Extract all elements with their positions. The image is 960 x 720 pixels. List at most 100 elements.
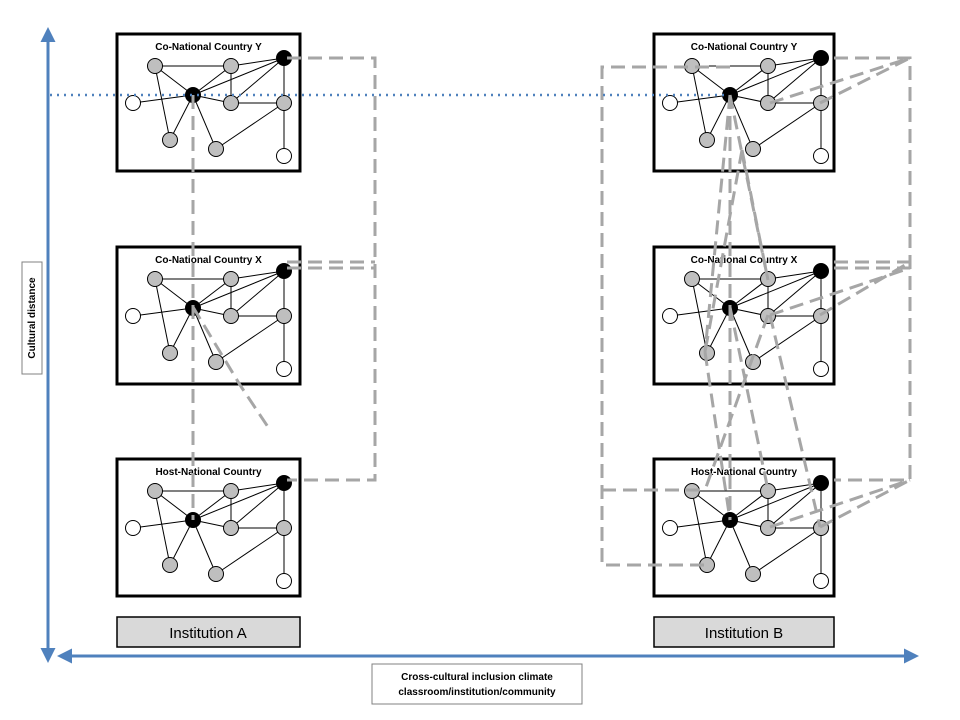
network-edge [230, 270, 285, 280]
network-node [745, 141, 761, 157]
network-node [760, 58, 776, 74]
vertical-axis-label: Cultural distance [21, 261, 43, 375]
network-node [276, 148, 292, 164]
network-title: Host-National Country [155, 467, 262, 478]
network-edge [706, 519, 731, 566]
network-edge [752, 527, 822, 575]
network-node [699, 132, 715, 148]
network-edge [706, 94, 731, 141]
network-edge [767, 57, 822, 104]
network-edge [230, 57, 285, 67]
network-node [276, 95, 292, 111]
network-node [147, 483, 163, 499]
network-box-2: Co-National Country X [115, 245, 302, 386]
network-node [223, 483, 239, 499]
network-edge [192, 57, 285, 96]
network-node [276, 475, 292, 491]
network-edge [669, 519, 731, 529]
dashed-tie-22 [703, 351, 732, 521]
network-edge [691, 278, 708, 354]
network-edge [132, 307, 194, 317]
network-edge [729, 482, 822, 521]
network-box-4: Co-National Country Y [652, 32, 836, 173]
network-edge [729, 270, 822, 309]
network-edge [669, 94, 731, 104]
network-node [813, 361, 829, 377]
network-node [125, 308, 141, 324]
network-edge [192, 94, 217, 150]
network-title: Co-National Country X [691, 255, 798, 266]
network-node [208, 566, 224, 582]
dashed-tie-17 [703, 94, 732, 353]
network-title: Host-National Country [691, 467, 798, 478]
network-title: Co-National Country X [155, 255, 262, 266]
network-node [662, 308, 678, 324]
network-edge [767, 270, 822, 317]
dashed-tie-11 [769, 266, 911, 317]
network-edge [154, 490, 171, 566]
network-node [813, 50, 829, 66]
network-box-5: Co-National Country X [652, 245, 836, 386]
dashed-tie-24 [728, 306, 770, 491]
network-edge [230, 482, 285, 492]
horizontal-axis-label-line1: Cross-cultural inclusion climate [401, 672, 553, 683]
network-edge [215, 315, 285, 363]
network-edge [132, 519, 194, 529]
network-edge [767, 270, 822, 280]
network-node [760, 520, 776, 536]
network-node [745, 566, 761, 582]
network-edge [169, 94, 194, 141]
network-edge [215, 527, 285, 575]
dashed-tie-20 [740, 149, 770, 281]
network-node [276, 263, 292, 279]
network-edge [767, 482, 822, 492]
network-box-6: Host-National Country [652, 457, 836, 598]
network-title: Co-National Country Y [155, 42, 262, 53]
network-edge [669, 307, 731, 317]
network-node [813, 475, 829, 491]
network-node [223, 58, 239, 74]
network-edge [132, 94, 194, 104]
network-node [662, 520, 678, 536]
network-box-1: Co-National Country Y [115, 32, 302, 173]
network-edge [691, 65, 708, 141]
network-node [162, 132, 178, 148]
network-node [147, 271, 163, 287]
network-edge [154, 65, 171, 141]
network-edge [729, 57, 822, 96]
network-node [125, 95, 141, 111]
network-edge [767, 57, 822, 67]
dashed-tie-15 [600, 65, 730, 567]
institution-a-label: Institution A [116, 616, 301, 648]
network-node [125, 520, 141, 536]
network-node [208, 141, 224, 157]
network-node [813, 148, 829, 164]
network-node [162, 557, 178, 573]
network-node [223, 95, 239, 111]
network-node [223, 271, 239, 287]
dashed-tie-14 [819, 478, 911, 529]
network-edge [192, 519, 217, 575]
network-node [760, 483, 776, 499]
network-edge [752, 102, 822, 150]
network-edge [729, 94, 754, 150]
network-node [276, 573, 292, 589]
network-node [276, 308, 292, 324]
network-edge [691, 490, 708, 566]
dashed-tie-9 [769, 56, 911, 105]
network-node [760, 95, 776, 111]
institution-a-text: Institution A [169, 625, 247, 642]
vertical-axis-label-text: Cultural distance [27, 277, 38, 359]
horizontal-axis-label: Cross-cultural inclusion climate classro… [371, 663, 583, 705]
network-node [684, 271, 700, 287]
network-node [276, 520, 292, 536]
network-node [223, 520, 239, 536]
network-edge [729, 519, 754, 575]
network-edge [192, 482, 285, 521]
network-edge [215, 102, 285, 150]
cross-network-ties [191, 56, 912, 567]
network-edge [169, 519, 194, 566]
dashed-tie-13 [769, 478, 911, 529]
network-box-3: Host-National Country [115, 457, 302, 598]
